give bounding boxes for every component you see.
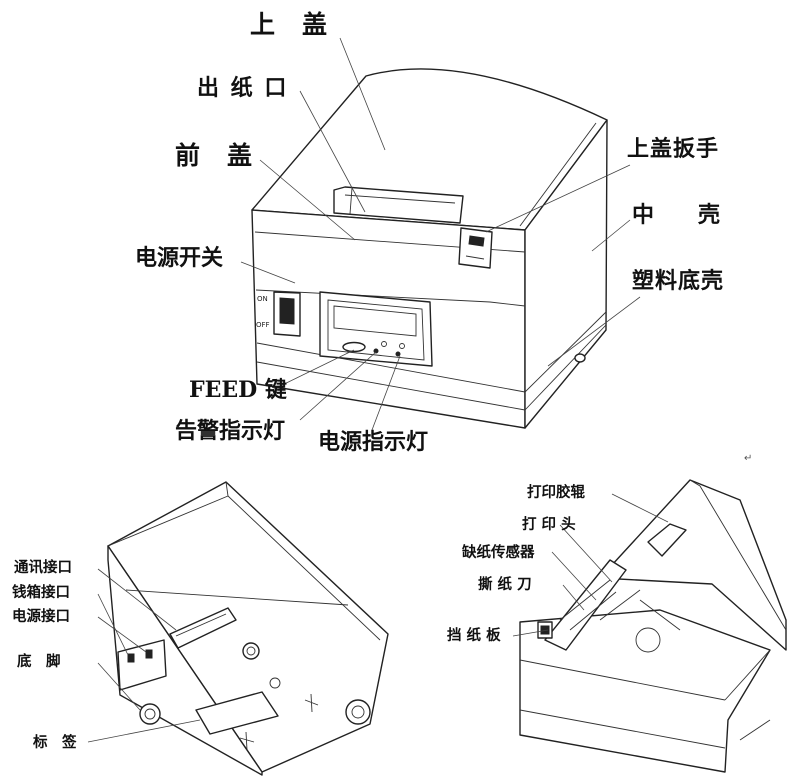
switch-on-mark: ON	[257, 295, 268, 303]
label-tear-bar: 撕 纸 刀	[478, 576, 532, 593]
label-power-port: 电源接口	[12, 608, 70, 625]
label-top-cover: 上 盖	[250, 10, 329, 39]
return-mark: ↵	[744, 453, 753, 464]
label-power-light: 电源指示灯	[318, 429, 429, 455]
label-foot: 底 脚	[17, 653, 61, 670]
open-view-leaders	[512, 493, 669, 637]
label-paper-guide: 挡 纸 板	[447, 627, 501, 644]
label-front-cover: 前 盖	[175, 141, 254, 170]
label-platen-roller: 打印胶辊	[527, 484, 585, 501]
label-middle-case: 中 壳	[632, 202, 721, 228]
label-feed-key: FEED 键	[189, 377, 287, 403]
label-print-head: 打 印 头	[522, 516, 576, 533]
label-cover-lever: 上盖扳手	[627, 136, 720, 162]
label-alarm-light: 告警指示灯	[175, 418, 286, 444]
label-power-switch: 电源开关	[135, 245, 224, 271]
front-view-printer	[251, 68, 608, 429]
switch-off-mark: OFF	[256, 321, 270, 329]
label-tag: 标 签	[33, 734, 77, 751]
label-paper-outlet: 出 纸 口	[197, 75, 289, 101]
label-cash-drawer-port: 钱箱接口	[12, 584, 70, 601]
bottom-view-printer	[107, 481, 389, 776]
label-comm-port: 通讯接口	[14, 559, 72, 576]
label-plastic-base: 塑料底壳	[632, 268, 725, 294]
front-view-leaders	[240, 37, 641, 431]
open-view-printer	[519, 479, 787, 773]
label-paper-sensor: 缺纸传感器	[462, 544, 535, 561]
bottom-view-leaders	[87, 568, 201, 743]
